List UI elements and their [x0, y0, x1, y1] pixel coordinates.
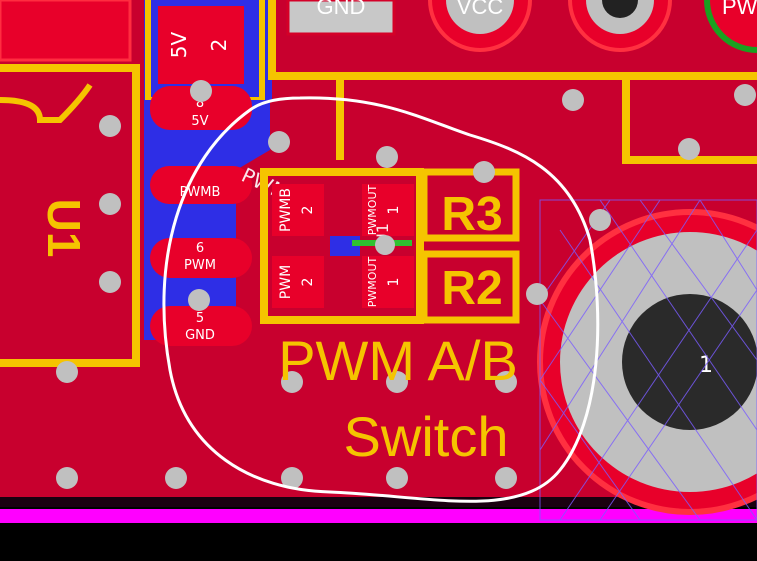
- r2-pad-2-net: PWM: [278, 265, 294, 299]
- u1-pad-5-number: 5: [196, 311, 204, 326]
- via[interactable]: [526, 283, 548, 305]
- board-label-line1: PWM A/B: [278, 329, 518, 392]
- 5v-pad-net-label: 5V: [167, 31, 191, 58]
- u1-pad-5-net: GND: [185, 328, 215, 343]
- r2-pad-1-net: PWMOUT: [366, 257, 379, 308]
- annotation-freehand-circle: [162, 96, 600, 503]
- u1-pad-6-net: PWM: [184, 258, 216, 273]
- via[interactable]: [495, 467, 517, 489]
- vcc-connector-label: VCC: [457, 0, 504, 19]
- r3-designator: R3: [441, 188, 502, 241]
- via[interactable]: [589, 209, 611, 231]
- via[interactable]: [165, 467, 187, 489]
- board-edge-dark: [0, 497, 757, 507]
- silk-u1-curve: [0, 83, 93, 123]
- resistor-block-outline: [260, 168, 424, 324]
- via[interactable]: [99, 271, 121, 293]
- board-label-line2: Switch: [344, 405, 509, 468]
- via[interactable]: [99, 193, 121, 215]
- via[interactable]: [473, 161, 495, 183]
- via[interactable]: [190, 80, 212, 102]
- u1-pad-6-number: 6: [196, 241, 204, 256]
- silk-outline-right: [268, 0, 757, 80]
- 5v-pad-pin-label: 2: [207, 39, 231, 52]
- top-left-pour: [0, 0, 132, 62]
- r2-pad-2[interactable]: [272, 256, 324, 308]
- via[interactable]: [376, 146, 398, 168]
- r3-outline: [420, 168, 520, 242]
- via[interactable]: [281, 467, 303, 489]
- pwm-connector-label: PWM: [722, 0, 757, 19]
- gnd-connector-label: GND: [317, 0, 366, 19]
- r2-pad-1-number: 1: [386, 278, 402, 287]
- via[interactable]: [56, 361, 78, 383]
- board-outline: [0, 509, 757, 523]
- gnd-connector-pad[interactable]: [286, 0, 396, 36]
- r3-pad-1[interactable]: [362, 184, 414, 236]
- keepout-hatch: [539, 199, 757, 521]
- via[interactable]: [562, 89, 584, 111]
- via[interactable]: [268, 131, 290, 153]
- r3-pad-1-number: 1: [386, 206, 402, 215]
- via[interactable]: [375, 235, 395, 255]
- via[interactable]: [56, 467, 78, 489]
- via[interactable]: [386, 371, 408, 393]
- u1-pad-8[interactable]: [150, 86, 252, 130]
- u1-pad-6[interactable]: [150, 238, 252, 278]
- pwm-connector-ring[interactable]: [704, 0, 757, 53]
- u1-pad-8-net: 5V: [191, 114, 208, 129]
- vcc-connector-hole: [446, 0, 514, 34]
- u1-pad-7-net: PWMB: [180, 185, 221, 200]
- bottom-copper-pour: [144, 100, 270, 340]
- u1-pad-8-number: 8: [196, 96, 204, 111]
- silk-outline-right2: [622, 76, 757, 164]
- r2-designator: R2: [441, 262, 502, 315]
- mount-hole-drill: [622, 294, 757, 430]
- u1-pad-5[interactable]: [150, 306, 252, 346]
- via[interactable]: [386, 467, 408, 489]
- r2-pad-2-number: 2: [300, 278, 316, 287]
- 5v-pad[interactable]: [158, 6, 244, 84]
- r3-pad-2-number: 2: [300, 206, 316, 215]
- u1-designator: U1: [38, 199, 90, 258]
- r2-pad-1[interactable]: [362, 256, 414, 308]
- via[interactable]: [734, 84, 756, 106]
- connector-drill-3: [602, 0, 638, 18]
- r3-pad-1-net: PWMOUT: [366, 185, 379, 236]
- r2-outline: [420, 250, 520, 324]
- via[interactable]: [678, 138, 700, 160]
- via[interactable]: [99, 115, 121, 137]
- u1-pad-7[interactable]: [150, 166, 252, 204]
- via[interactable]: [281, 371, 303, 393]
- via[interactable]: [188, 289, 210, 311]
- r3-pad-2-net: PWMB: [278, 188, 294, 232]
- via[interactable]: [495, 371, 517, 393]
- r3-pad-2[interactable]: [272, 184, 324, 236]
